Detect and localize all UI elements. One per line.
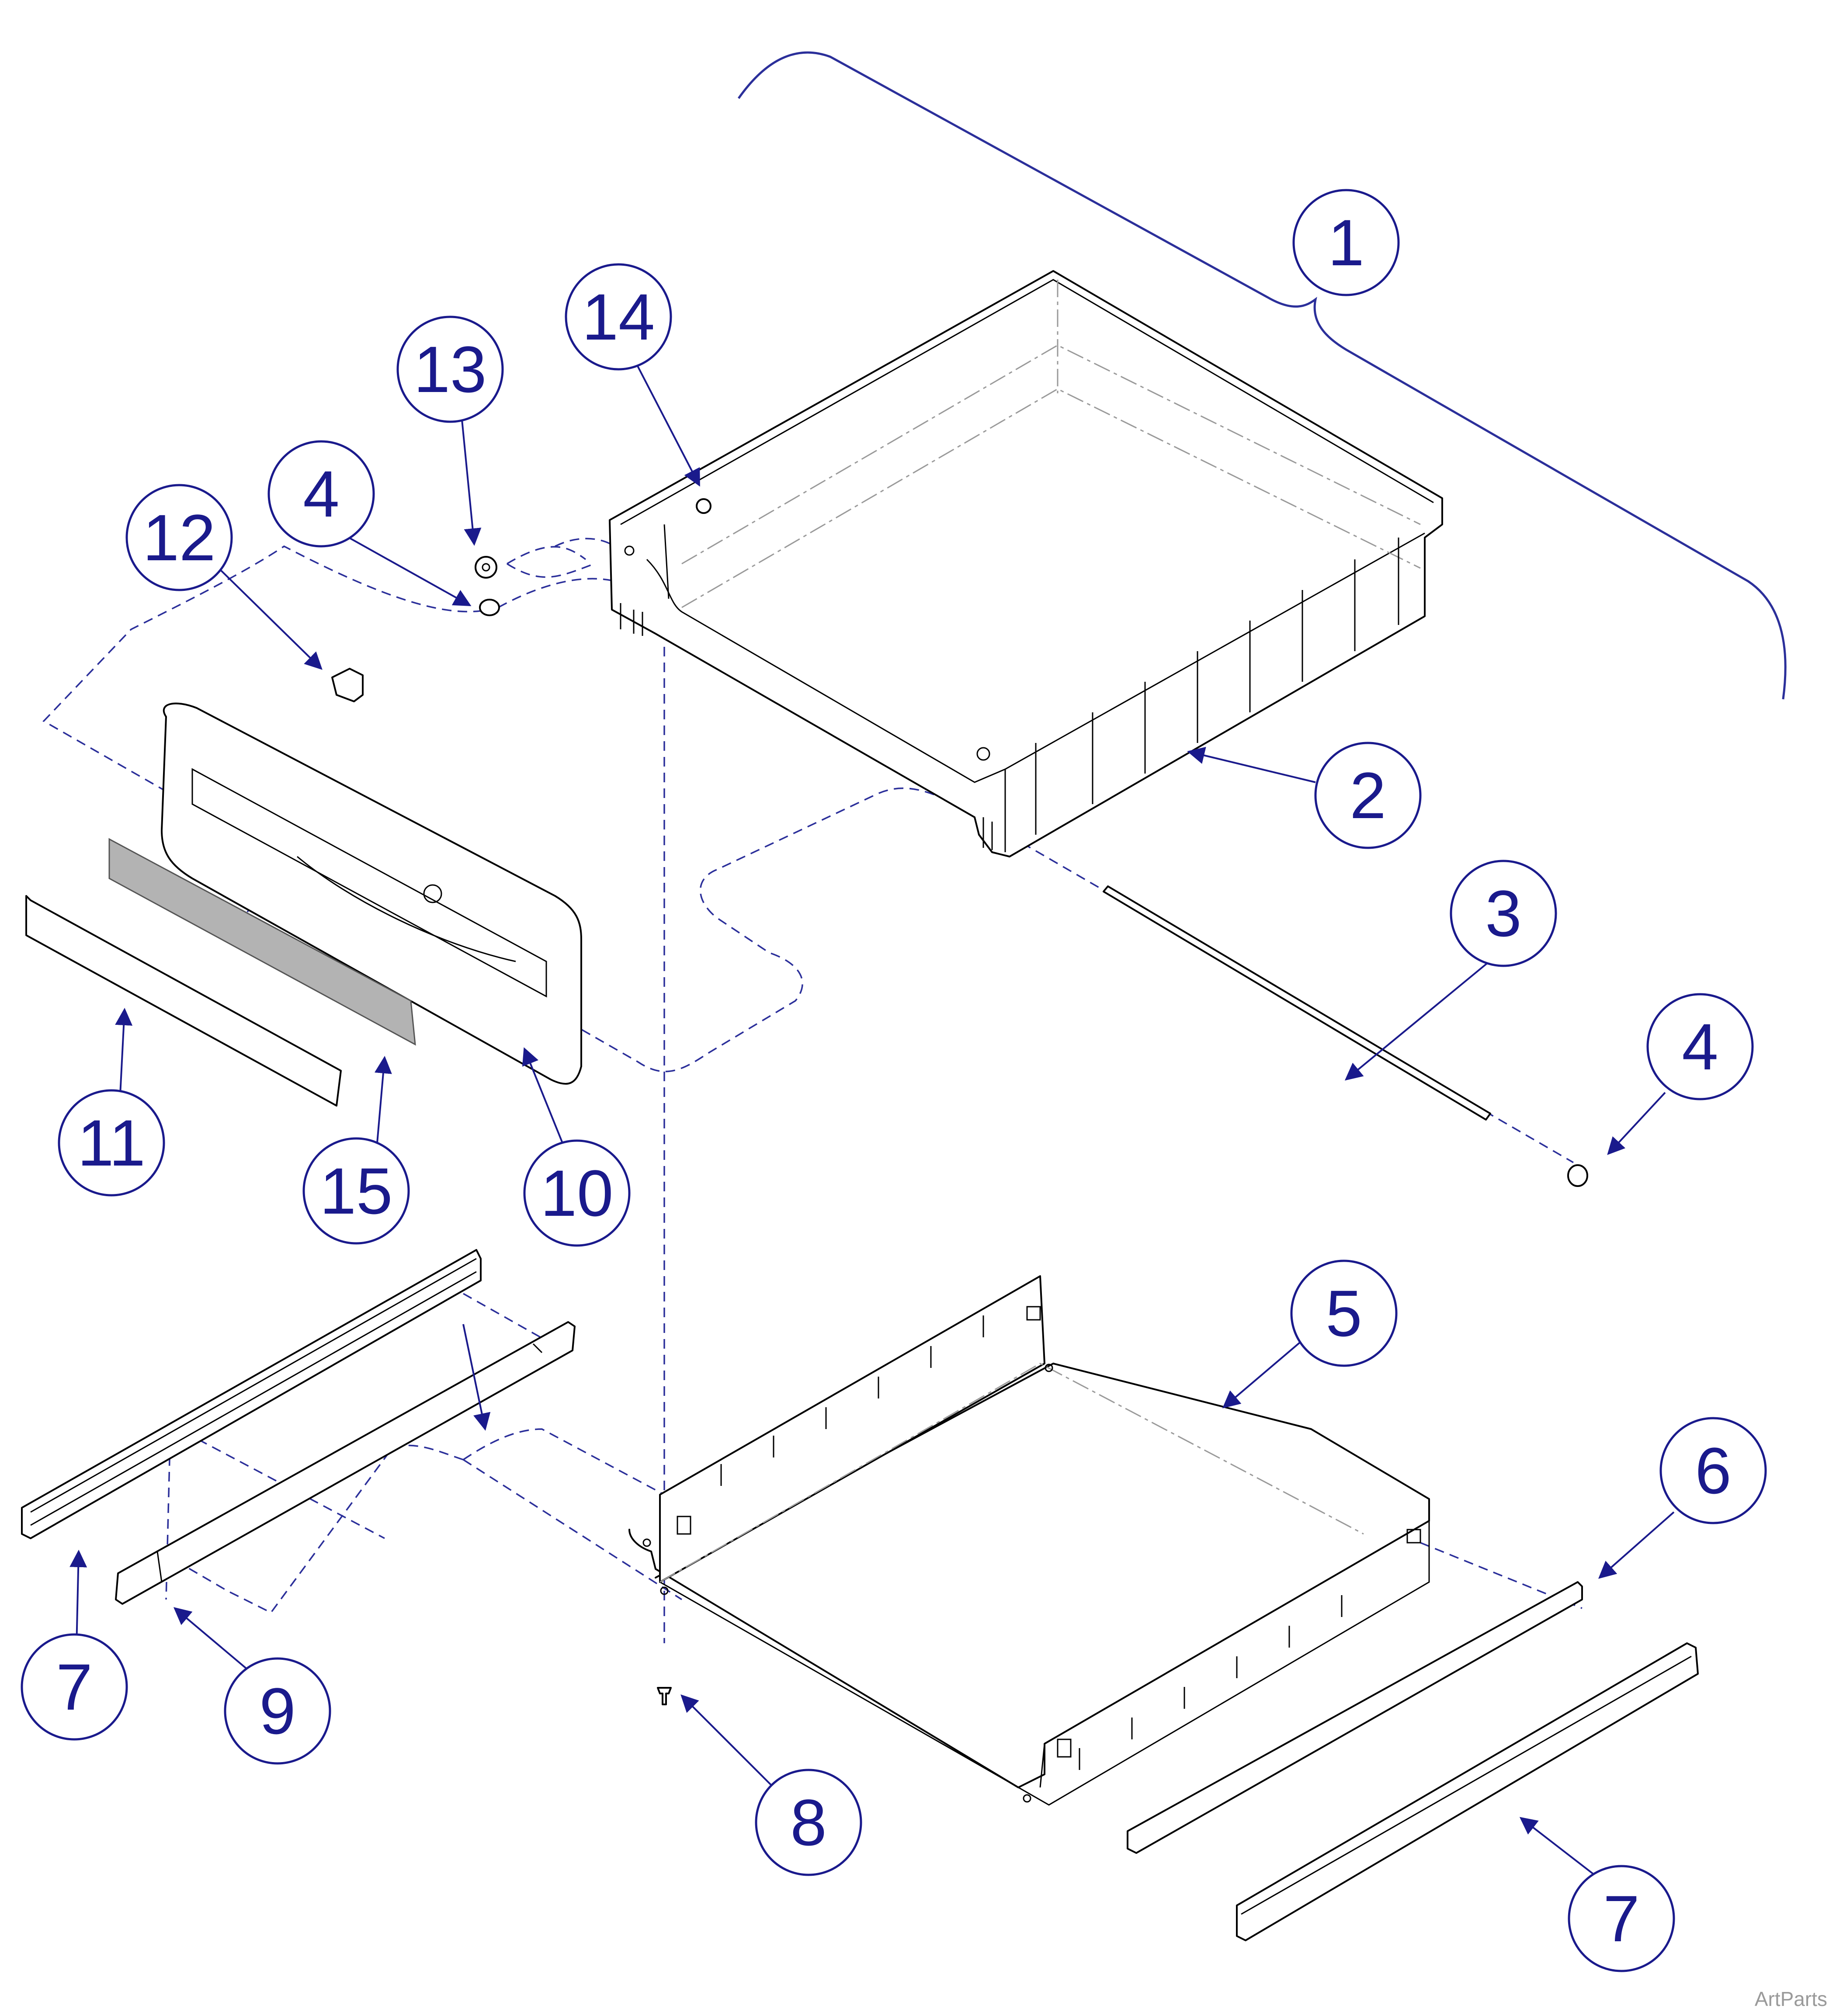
callout-8: 8 [755,1769,862,1876]
stud-part-14 [696,498,711,514]
callout-4-upper-label: 4 [303,457,339,531]
callout-4-lower-label: 4 [1682,1010,1718,1083]
cover-part-11 [25,895,342,1107]
slide-rail-left-part-7 [21,1249,482,1539]
slide-inner-right-part-6 [1127,1581,1583,1854]
callout-3: 3 [1450,860,1557,967]
washer-part-13 [475,556,497,579]
callout-1-label: 1 [1328,206,1364,279]
callout-8-label: 8 [790,1786,826,1859]
callout-14-label: 14 [582,280,655,354]
callout-13-label: 13 [414,333,487,406]
callout-7-left-label: 7 [56,1650,92,1724]
callout-6-label: 6 [1695,1434,1731,1507]
nut-part-4-upper [479,599,500,616]
drawer-base-part-5 [628,1275,1430,1806]
callout-7-left: 7 [21,1633,128,1741]
artparts-watermark: ArtParts [1754,1988,1827,2010]
slide-inner-left-part-9 [115,1321,576,1605]
callout-9-label: 9 [259,1674,295,1748]
callout-12-label: 12 [143,501,216,574]
callout-14: 14 [565,263,672,371]
callout-9: 9 [224,1657,331,1765]
screw-part-8 [657,1687,672,1705]
assembly-brace [737,51,1787,700]
slide-rail-right-part-7 [1236,1642,1699,1941]
callout-4-upper: 4 [267,440,375,548]
callout-11-label: 11 [77,1106,146,1180]
leader-lines [69,362,1675,1893]
callout-1: 1 [1292,189,1400,296]
washer-part-13-hole [482,563,490,572]
callout-11: 11 [58,1089,165,1197]
callout-4-lower: 4 [1646,993,1754,1100]
nut-part-4-lower [1567,1164,1588,1187]
callout-10: 10 [523,1139,631,1247]
callout-15-label: 15 [320,1154,393,1228]
rod-part-3 [1103,885,1491,1121]
callout-5-label: 5 [1326,1277,1362,1350]
callout-10-label: 10 [541,1156,614,1230]
callout-3-label: 3 [1485,877,1521,950]
callout-2: 2 [1314,742,1422,849]
drawer-front-part-10 [161,702,582,1085]
callout-5: 5 [1290,1260,1398,1367]
callout-7-right-label: 7 [1603,1882,1639,1955]
cap-part-12 [331,668,364,702]
callout-13: 13 [396,316,504,423]
label-strip-part-15 [108,838,416,1046]
callout-15: 15 [302,1137,410,1245]
callout-12: 12 [125,484,233,591]
drawer-tray [609,270,1443,857]
callout-2-label: 2 [1350,759,1386,832]
callout-7-right: 7 [1568,1865,1675,1972]
callout-6: 6 [1659,1417,1767,1524]
